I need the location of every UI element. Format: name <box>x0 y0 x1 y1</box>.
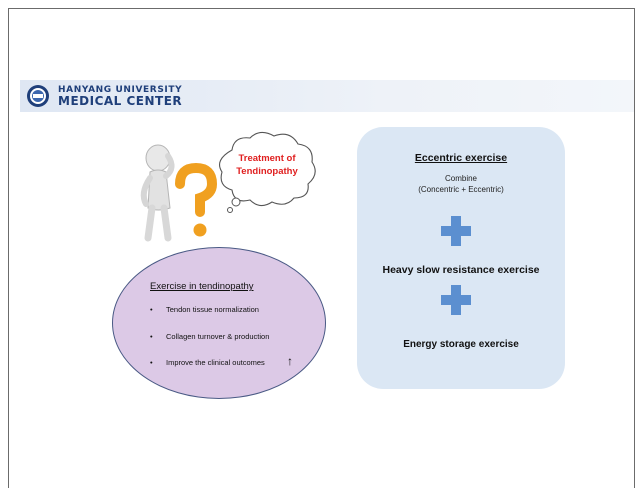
thought-cloud-icon <box>219 131 316 213</box>
bullet-item: Tendon tissue normalization <box>166 305 259 314</box>
plus-icon <box>441 216 471 246</box>
bullet-marker: • <box>150 332 153 341</box>
bullet-item: Collagen turnover & production <box>166 332 270 341</box>
brand-line1: HANYANG UNIVERSITY <box>58 85 183 95</box>
combine-line1: Combine <box>444 174 477 183</box>
cloud-line1: Treatment of <box>238 153 296 164</box>
heavy-slow-resistance: Heavy slow resistance exercise <box>382 264 540 276</box>
question-mark-icon <box>175 162 218 237</box>
arrow-up-icon: ↑ <box>287 354 293 368</box>
header-band <box>20 80 634 112</box>
plus-icon <box>441 285 471 315</box>
cloud-line2: Tendinopathy <box>236 166 298 177</box>
cloud-text: Treatment of Tendinopathy <box>228 152 306 178</box>
bullet-marker: • <box>150 305 153 314</box>
bullet-marker: • <box>150 358 153 367</box>
combine-line2: (Concentric + Eccentric) <box>418 185 504 194</box>
university-emblem-icon <box>27 85 49 107</box>
energy-storage: Energy storage exercise <box>403 339 519 350</box>
bullet-item: Improve the clinical outcomes <box>166 358 265 367</box>
eccentric-title: Eccentric exercise <box>414 152 508 164</box>
exercise-types-panel <box>357 127 565 389</box>
ellipse-title: Exercise in tendinopathy <box>150 281 254 292</box>
brand-line2: MEDICAL CENTER <box>58 94 183 108</box>
thinking-figure-icon <box>140 144 218 242</box>
exercise-ellipse <box>112 247 326 399</box>
